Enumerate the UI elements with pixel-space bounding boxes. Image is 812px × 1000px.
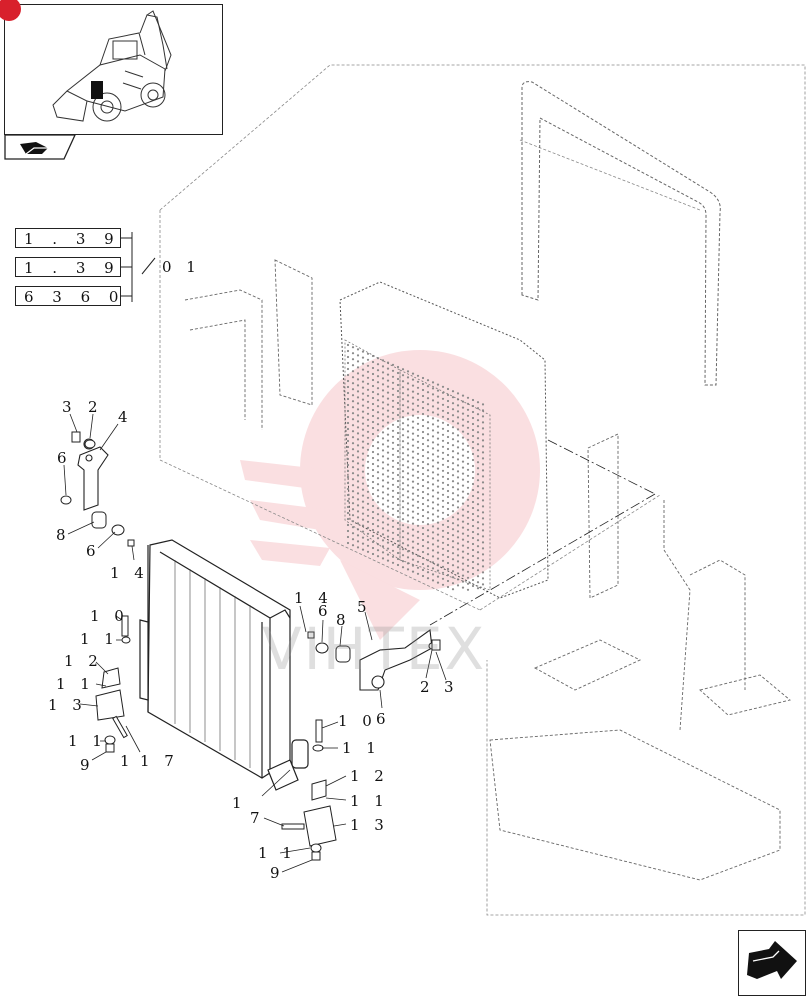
callout-9: 9 <box>80 756 95 774</box>
callout-6: 6 <box>376 710 391 728</box>
callout-11: 1 1 <box>80 630 119 648</box>
bushing-8b <box>335 645 351 663</box>
watermark-gear-icon <box>240 350 540 640</box>
bolt-7 <box>281 823 305 830</box>
callout-1: 1 <box>232 794 247 812</box>
badge-dot-icon <box>0 0 21 21</box>
bolt-10a <box>121 615 129 637</box>
callout-4: 4 <box>118 408 133 426</box>
mount-12b <box>311 779 327 801</box>
next-page-button[interactable] <box>738 930 806 996</box>
callout-3: 3 <box>62 398 77 416</box>
callout-6: 6 <box>318 602 333 620</box>
reference-box-1[interactable]: 1 . 3 9 . 8 <box>15 228 121 248</box>
callout-14: 1 4 <box>294 589 333 607</box>
callout-10: 1 0 <box>338 712 377 730</box>
callout-13: 1 3 <box>350 816 389 834</box>
callout-8: 8 <box>336 611 351 629</box>
reference-box-3[interactable]: 6 3 6 0 2 <box>15 286 121 306</box>
bracket-4 <box>77 438 109 511</box>
backhoe-loader-icon <box>52 10 172 122</box>
callout-6: 6 <box>86 542 101 560</box>
back-arrow-icon[interactable] <box>4 134 76 160</box>
bolt-10b <box>315 719 323 743</box>
bushing-8a <box>91 511 107 529</box>
reference-suffix: 0 1 <box>162 258 201 276</box>
bolt-3a <box>71 431 81 443</box>
callout-2: 2 <box>88 398 103 416</box>
callout-2: 2 <box>420 678 435 696</box>
callout-10: 1 0 <box>90 607 129 625</box>
callout-12: 1 2 <box>64 652 103 670</box>
watermark-text: VIHTEX <box>262 615 487 683</box>
callout-17: 1 7 <box>140 752 179 770</box>
callout-9: 9 <box>270 864 285 882</box>
callout-13: 1 3 <box>48 696 87 714</box>
machine-thumbnail[interactable] <box>0 0 223 135</box>
bracket-13a <box>95 689 125 721</box>
callout-7: 7 <box>250 809 265 827</box>
callout-5: 5 <box>357 598 372 616</box>
next-page-arrow-icon <box>747 941 797 979</box>
callout-11: 1 1 <box>68 732 107 750</box>
callout-1: 1 <box>120 752 135 770</box>
callout-6: 6 <box>57 449 72 467</box>
callout-11: 1 1 <box>258 844 297 862</box>
callout-11: 1 1 <box>342 739 381 757</box>
bracket-13b <box>303 805 337 847</box>
radiator <box>139 539 309 791</box>
callout-11: 1 1 <box>350 792 389 810</box>
radiator-core <box>339 281 549 599</box>
callout-8: 8 <box>56 526 71 544</box>
callout-11: 1 1 <box>56 675 95 693</box>
callout-12: 1 2 <box>350 767 389 785</box>
bolt-3b <box>431 639 441 651</box>
callout-14: 1 4 <box>110 564 149 582</box>
reference-box-2[interactable]: 1 . 3 9 . 8 <box>15 257 121 277</box>
callout-3: 3 <box>444 678 459 696</box>
